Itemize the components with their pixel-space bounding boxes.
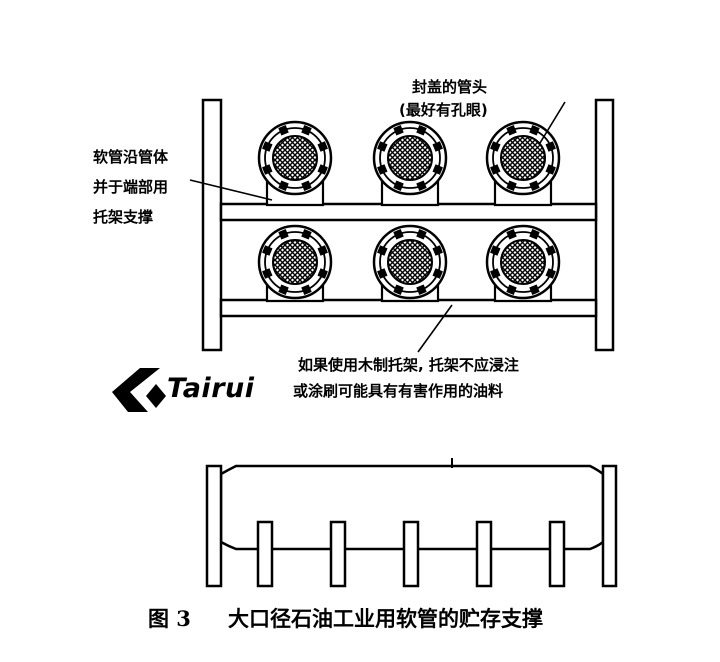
- hose-end-cap: [257, 224, 333, 303]
- leader-left: [189, 179, 273, 201]
- side-view-support: [475, 520, 493, 588]
- leader-lines: [189, 101, 566, 353]
- rack-frame: [201, 98, 615, 352]
- side-view-support: [548, 520, 566, 588]
- label-cap-top: 封盖的管头: [412, 78, 488, 96]
- hose-group: [257, 120, 561, 303]
- hose-end-cap: [485, 224, 561, 303]
- side-view-supports: [256, 520, 566, 588]
- side-view-support: [402, 520, 420, 588]
- label-bottom-1: 如果使用木制托架, 托架不应浸注: [298, 356, 519, 374]
- side-view-support: [329, 520, 347, 588]
- hose-end-cap: [485, 120, 561, 207]
- logo-text: Tairui: [167, 373, 255, 404]
- upper-beam: [219, 202, 598, 222]
- side-view-left-post: [205, 464, 223, 588]
- hose-end-cap: [372, 224, 448, 303]
- hose-end-cap: [257, 120, 333, 207]
- logo-mark: [112, 368, 166, 412]
- label-left-2: 并于端部用: [93, 178, 169, 196]
- side-view-right-post: [601, 464, 618, 588]
- left-post: [201, 98, 223, 352]
- hose-end-cap: [372, 120, 448, 207]
- lower-beam: [219, 298, 598, 318]
- leader-cap: [539, 101, 566, 144]
- label-left-3: 托架支撑: [93, 208, 154, 226]
- leader-bottom: [417, 304, 453, 353]
- figure-number: 图 3: [148, 606, 191, 631]
- side-view-support: [256, 520, 274, 588]
- figure-title: 大口径石油工业用软管的贮存支撑: [228, 606, 543, 631]
- right-post: [594, 98, 615, 352]
- label-left-1: 软管沿管体: [93, 148, 169, 166]
- side-view: [205, 458, 618, 588]
- label-cap-note: (最好有孔眼): [399, 101, 488, 119]
- label-bottom-2: 或涂刷可能具有有害作用的油料: [293, 382, 504, 400]
